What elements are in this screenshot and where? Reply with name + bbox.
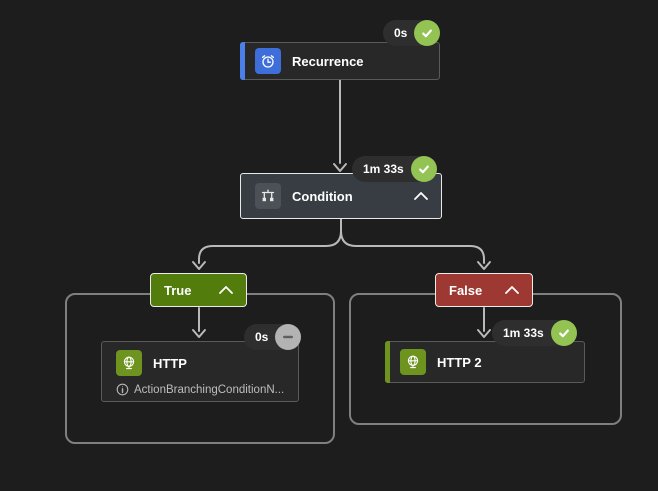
condition-label: Condition (292, 188, 353, 204)
connector-false-to-http2 (477, 307, 491, 338)
check-icon (410, 156, 437, 182)
connector-recurrence-to-condition (333, 79, 347, 172)
http2-label: HTTP 2 (437, 354, 482, 370)
minus-icon (275, 324, 302, 350)
http2-status-badge: 1m 33s (492, 320, 577, 346)
connector-condition-to-false (340, 218, 491, 270)
condition-collapse-chevron-up-icon[interactable] (414, 192, 428, 200)
http2-accent-stripe (385, 341, 390, 383)
recurrence-accent-stripe (240, 42, 245, 80)
true-collapse-chevron-up-icon[interactable] (219, 286, 233, 294)
check-icon (550, 320, 577, 346)
recurrence-trigger-node[interactable]: Recurrence (240, 42, 440, 80)
http-label: HTTP (153, 355, 187, 371)
info-icon (116, 383, 129, 396)
globe-icon (116, 350, 142, 376)
false-collapse-chevron-up-icon[interactable] (505, 286, 519, 294)
condition-duration: 1m 33s (363, 162, 404, 176)
http-status-badge: 0s (244, 324, 302, 350)
http2-duration: 1m 33s (503, 326, 544, 340)
false-branch-label: False (449, 282, 483, 298)
http-duration: 0s (255, 330, 269, 344)
check-icon (414, 20, 441, 46)
recurrence-label: Recurrence (292, 53, 364, 69)
recurrence-duration: 0s (394, 26, 408, 40)
http2-action-node[interactable]: HTTP 2 (385, 341, 585, 383)
condition-status-badge: 1m 33s (352, 156, 437, 182)
false-branch-button[interactable]: False (435, 273, 533, 307)
http-status-message: ActionBranchingConditionN... (134, 383, 285, 396)
connector-true-to-http (192, 307, 206, 338)
alarm-clock-icon (255, 48, 281, 74)
true-branch-label: True (164, 282, 192, 298)
globe-icon (400, 349, 426, 375)
http-action-node[interactable]: HTTP ActionBranchingConditionN... (101, 341, 299, 402)
connector-condition-to-true (192, 218, 342, 270)
recurrence-status-badge: 0s (383, 20, 441, 46)
balance-icon (255, 183, 281, 209)
true-branch-button[interactable]: True (150, 273, 247, 307)
